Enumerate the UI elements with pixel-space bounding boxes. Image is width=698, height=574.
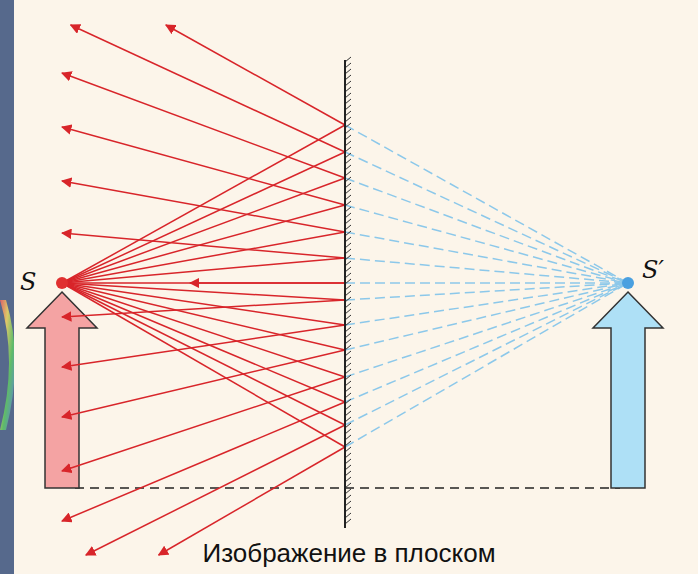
virtual-ray xyxy=(345,283,628,377)
virtual-ray xyxy=(345,232,628,283)
rays xyxy=(62,25,628,555)
incident-ray xyxy=(62,283,345,425)
incident-ray xyxy=(62,282,345,284)
incident-ray xyxy=(62,283,345,402)
reflected-ray xyxy=(62,73,345,178)
virtual-ray xyxy=(345,283,628,402)
virtual-ray xyxy=(345,283,628,325)
reflected-ray xyxy=(190,282,345,284)
virtual-ray xyxy=(345,125,628,283)
image-arrow xyxy=(593,292,663,488)
reflected-ray xyxy=(62,402,345,521)
image-point xyxy=(622,277,634,289)
reflected-ray xyxy=(62,377,345,471)
reflected-ray xyxy=(62,300,345,317)
incident-ray xyxy=(62,125,345,283)
virtual-ray xyxy=(345,283,628,425)
mirror xyxy=(344,60,346,528)
rainbow-decoration xyxy=(0,300,15,430)
virtual-ray xyxy=(345,283,628,300)
incident-ray xyxy=(62,258,345,283)
reflected-ray xyxy=(62,233,345,258)
reflected-ray xyxy=(86,425,345,555)
point-label: S′ xyxy=(642,258,664,282)
reflected-ray xyxy=(71,25,345,152)
incident-ray xyxy=(62,283,345,377)
incident-ray xyxy=(62,152,345,283)
object-arrow xyxy=(27,292,97,488)
incident-ray xyxy=(62,232,345,283)
virtual-ray xyxy=(345,205,628,283)
incident-ray xyxy=(62,205,345,283)
caption: Изображение в плоском xyxy=(202,540,495,566)
reflected-ray xyxy=(159,447,345,555)
point-label: S xyxy=(20,270,36,294)
virtual-ray xyxy=(345,178,628,283)
incident-ray xyxy=(62,283,345,350)
virtual-ray xyxy=(345,282,628,284)
panel xyxy=(14,0,698,574)
reflected-ray xyxy=(62,127,345,205)
virtual-ray xyxy=(345,283,628,447)
virtual-ray xyxy=(345,258,628,283)
virtual-ray xyxy=(345,152,628,283)
virtual-ray xyxy=(345,283,628,350)
source-point xyxy=(56,277,68,289)
incident-ray xyxy=(62,283,345,447)
base-line xyxy=(75,487,620,489)
reflected-ray xyxy=(62,181,345,232)
